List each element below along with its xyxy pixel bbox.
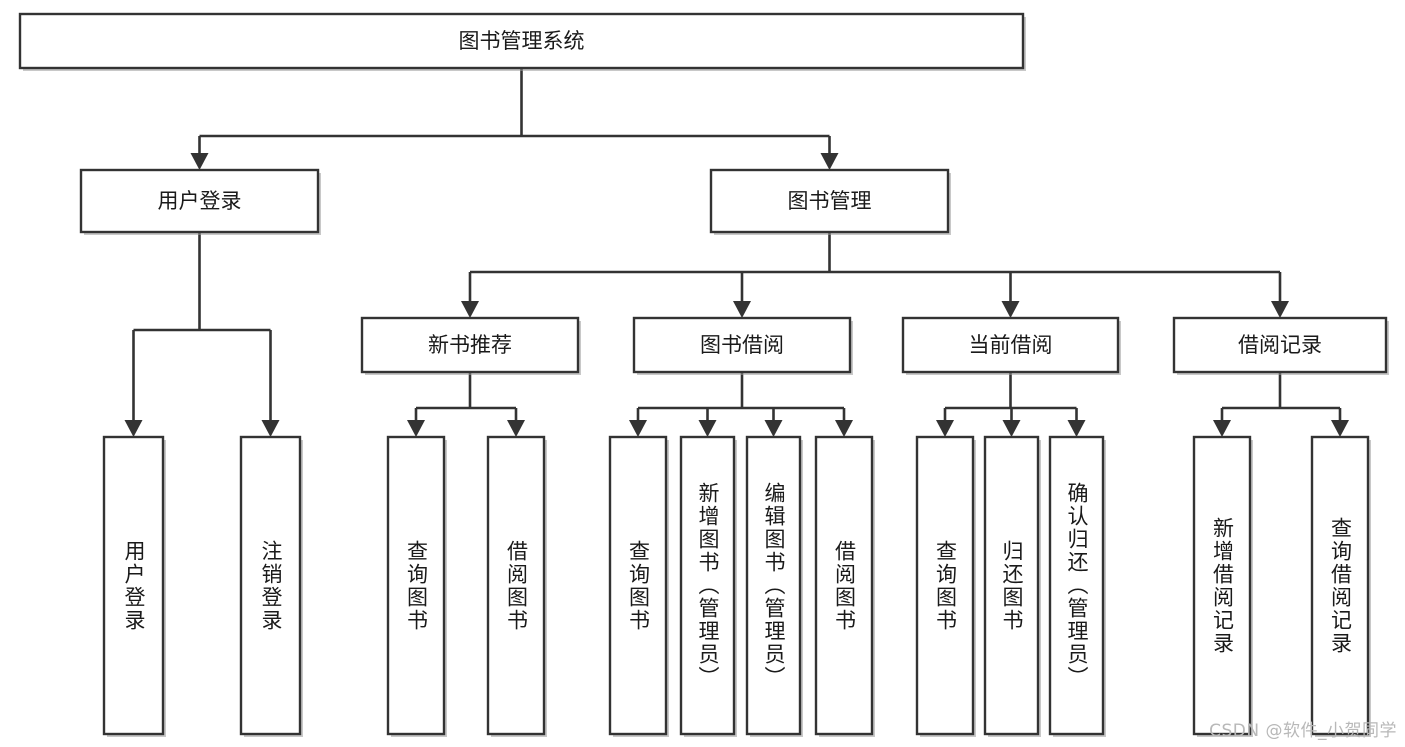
- arrow-head-icon: [461, 301, 479, 318]
- node-box-leaf-borrow-book-1[interactable]: [486, 435, 547, 737]
- arrow-head-icon: [820, 153, 839, 170]
- node-box-leaf-return-book[interactable]: [983, 435, 1041, 737]
- node-box-new-book-recommend[interactable]: 新书推荐: [360, 316, 581, 375]
- arrow-head-icon: [1213, 420, 1231, 437]
- connector-group-root: [190, 68, 839, 170]
- node-box-leaf-user-logout[interactable]: [239, 435, 303, 737]
- node-box-leaf-confirm-return-admin[interactable]: [1048, 435, 1106, 737]
- node-box-book-borrow[interactable]: 图书借阅: [632, 316, 853, 375]
- node-box-leaf-query-borrow-record[interactable]: [1310, 435, 1371, 737]
- node-box-leaf-borrow-book-2[interactable]: [814, 435, 875, 737]
- arrow-head-icon: [1002, 420, 1021, 437]
- connector-layer: [124, 68, 1349, 437]
- node-box-root[interactable]: 图书管理系统: [18, 12, 1026, 71]
- arrow-head-icon: [936, 420, 954, 437]
- connector-group-user-login: [124, 232, 280, 437]
- arrow-head-icon: [261, 420, 280, 437]
- connector-group-current-borrow: [936, 372, 1086, 437]
- node-box-current-borrow[interactable]: 当前借阅: [901, 316, 1121, 375]
- arrow-head-icon: [1001, 301, 1020, 318]
- node-label-user-login: 用户登录: [158, 189, 242, 213]
- connector-group-book-management: [461, 232, 1289, 318]
- node-box-leaf-query-book-3[interactable]: [915, 435, 976, 737]
- node-box-borrow-record[interactable]: 借阅记录: [1172, 316, 1389, 375]
- arrow-head-icon: [835, 420, 853, 437]
- node-box-leaf-add-book-admin[interactable]: [679, 435, 737, 737]
- arrow-head-icon: [124, 420, 143, 437]
- connector-group-new-book-recommend: [407, 372, 525, 437]
- node-box-leaf-edit-book-admin[interactable]: [745, 435, 803, 737]
- arrow-head-icon: [1067, 420, 1086, 437]
- node-box-leaf-user-login[interactable]: [102, 435, 166, 737]
- arrow-head-icon: [190, 153, 209, 170]
- node-box-leaf-add-borrow-record[interactable]: [1192, 435, 1253, 737]
- node-box-leaf-query-book-2[interactable]: [608, 435, 669, 737]
- arrow-head-icon: [507, 420, 525, 437]
- arrow-head-icon: [629, 420, 647, 437]
- node-box-book-management[interactable]: 图书管理: [709, 168, 951, 235]
- watermark-credit: CSDN @软件_小贺同学: [1209, 721, 1397, 741]
- node-box-user-login[interactable]: 用户登录: [79, 168, 321, 235]
- arrow-head-icon: [1271, 301, 1289, 318]
- node-label-root: 图书管理系统: [459, 29, 585, 53]
- node-label-book-borrow: 图书借阅: [700, 333, 784, 357]
- connector-group-book-borrow: [629, 372, 853, 437]
- arrow-head-icon: [407, 420, 425, 437]
- node-label-new-book-recommend: 新书推荐: [428, 333, 512, 357]
- node-label-book-management: 图书管理: [788, 189, 872, 213]
- arrow-head-icon: [733, 301, 751, 318]
- arrow-head-icon: [1331, 420, 1349, 437]
- node-box-leaf-query-book-1[interactable]: [386, 435, 447, 737]
- arrow-head-icon: [698, 420, 717, 437]
- connector-group-borrow-record: [1213, 372, 1349, 437]
- arrow-head-icon: [764, 420, 783, 437]
- node-label-borrow-record: 借阅记录: [1238, 333, 1322, 357]
- node-label-current-borrow: 当前借阅: [969, 333, 1053, 357]
